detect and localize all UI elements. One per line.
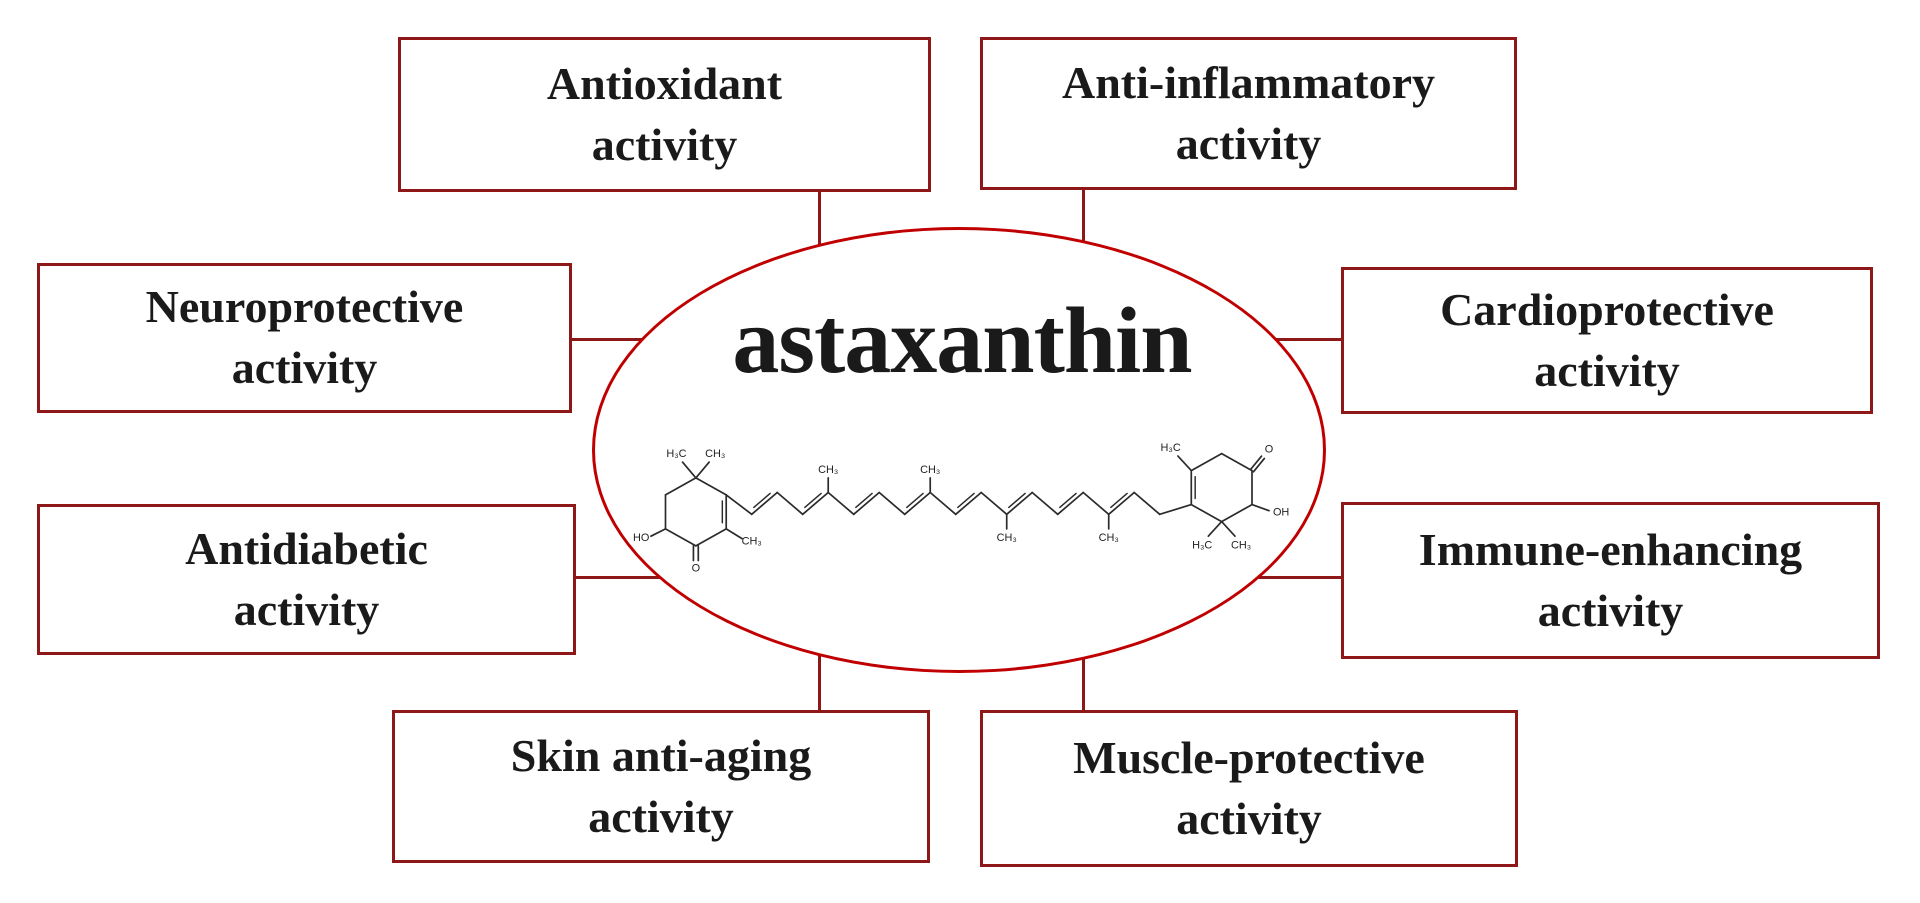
connector-skin-anti-aging xyxy=(818,648,821,710)
molecule-label-h3c: H₃C xyxy=(1192,539,1212,551)
box-label-line1: Cardioprotective xyxy=(1440,283,1774,335)
box-label-line2: activity xyxy=(231,342,378,393)
connector-muscle-protective xyxy=(1082,652,1085,710)
box-muscle-protective-activity: Muscle-protective activity xyxy=(980,710,1518,867)
molecule-label-o: O xyxy=(1265,443,1273,455)
molecule-label-ho: HO xyxy=(633,532,649,544)
molecule-label-oh: OH xyxy=(1273,507,1289,519)
molecule-label-ch3: CH₃ xyxy=(1099,532,1119,544)
box-label-line2: activity xyxy=(591,118,738,170)
box-label-line1: Immune-enhancing xyxy=(1418,523,1803,575)
molecule-label-h3c: H₃C xyxy=(1161,442,1181,454)
box-label-line1: Antioxidant xyxy=(546,57,783,109)
center-title: astaxanthin xyxy=(732,289,1192,393)
molecule-label-ch3: CH₃ xyxy=(818,464,838,476)
molecule-label-ch3: CH₃ xyxy=(1231,539,1251,551)
connector-antioxidant xyxy=(818,192,821,262)
connector-immune-enhancing xyxy=(1254,576,1341,579)
molecule-label-ch3: CH₃ xyxy=(742,536,762,548)
box-skin-anti-aging-activity: Skin anti-aging activity xyxy=(392,710,930,863)
box-label-line2: activity xyxy=(1175,117,1322,169)
box-label-line2: activity xyxy=(233,583,380,635)
connector-anti-inflammatory xyxy=(1082,190,1085,258)
box-label-line2: activity xyxy=(588,790,734,842)
astaxanthin-structure-icon: CH₃ CH₃ CH₃ CH₃ H₃C CH₃ CH₃ O HO H₃C O OH H₃C CH₃ xyxy=(633,442,1289,574)
molecule-label-ch3: CH₃ xyxy=(705,448,725,460)
box-antidiabetic-activity: Antidiabetic activity xyxy=(37,504,576,655)
box-immune-enhancing-activity: Immune-enhancing activity xyxy=(1341,502,1880,659)
connector-antidiabetic xyxy=(576,576,666,579)
box-antioxidant-activity: Antioxidant activity xyxy=(398,37,931,192)
connector-neuroprotective xyxy=(572,338,650,341)
box-label-line1: Muscle-protective xyxy=(1073,731,1425,783)
box-label-line1: Neuroprotective xyxy=(145,281,464,333)
box-label-line1: Skin anti-aging xyxy=(510,729,812,781)
box-label-line1: Anti-inflammatory xyxy=(1061,56,1436,108)
molecule-label-h3c: H₃C xyxy=(666,448,686,460)
box-label-line2: activity xyxy=(1176,792,1322,844)
molecule-label-o: O xyxy=(692,562,700,574)
box-label-line2: activity xyxy=(1534,344,1680,396)
box-neuroprotective-activity: Neuroprotective activity xyxy=(37,263,572,413)
connector-cardioprotective xyxy=(1270,338,1341,341)
box-label-line2: activity xyxy=(1537,584,1684,636)
molecule-label-ch3: CH₃ xyxy=(920,464,940,476)
molecule-label-ch3: CH₃ xyxy=(997,532,1017,544)
box-cardioprotective-activity: Cardioprotective activity xyxy=(1341,267,1873,414)
box-label-line1: Antidiabetic xyxy=(185,522,428,574)
box-anti-inflammatory-activity: Anti-inflammatory activity xyxy=(980,37,1517,190)
